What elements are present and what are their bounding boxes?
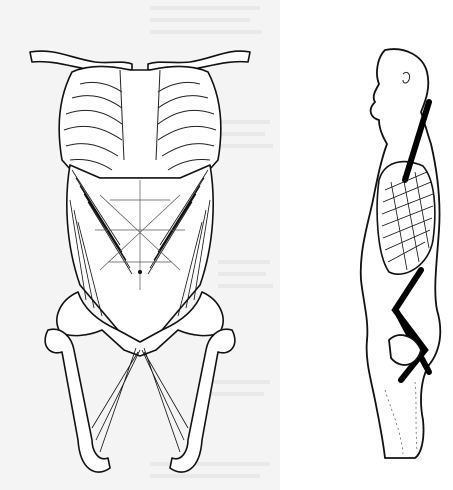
side-anatomy-illustration <box>345 40 453 460</box>
rib-cage <box>59 67 221 179</box>
anatomical-figure-side-icon <box>345 40 453 460</box>
front-anatomy-illustration <box>0 0 280 490</box>
anatomical-torso-front-icon <box>0 0 280 490</box>
